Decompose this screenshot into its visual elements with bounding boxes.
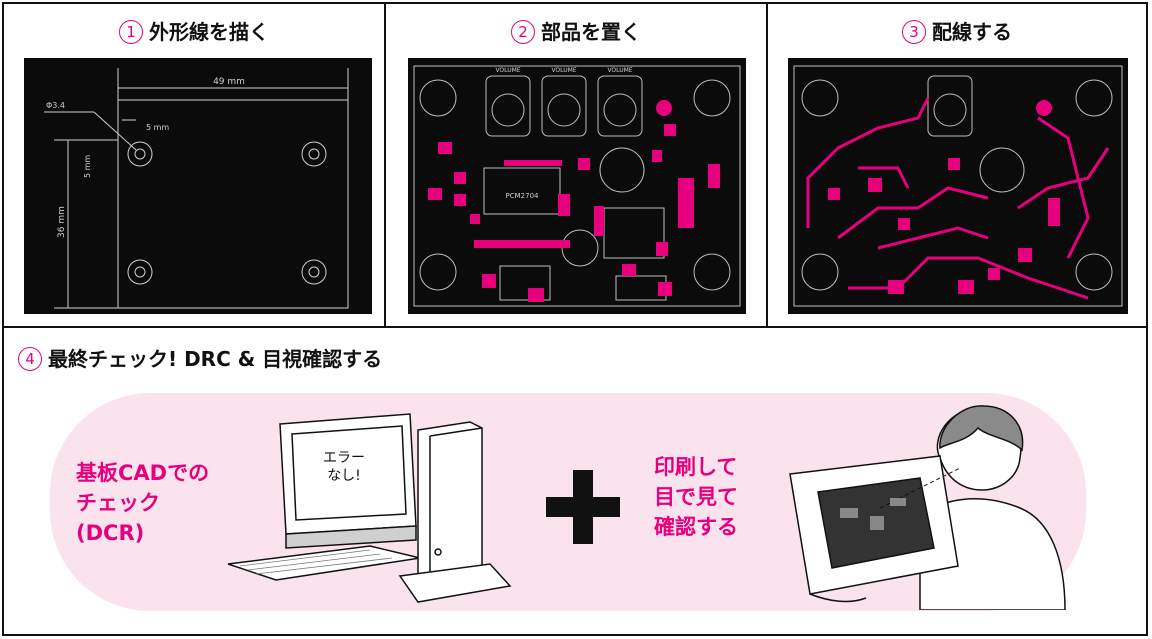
pot-label-2: VOLUME: [551, 67, 576, 74]
cad-check-text: 基板CADでの チェック (DCR): [76, 461, 210, 545]
step-1-number: 1: [119, 20, 143, 44]
placement-panel: PCM2704 VOLUME VOLUME VOLUME: [408, 58, 746, 314]
tower-stand: [398, 563, 512, 603]
outline-drawing: 49 mm Φ3.4 5 mm 36 mm 5 mm: [44, 68, 349, 309]
power-button: [434, 548, 442, 556]
height-dimension-label: 36 mm: [57, 206, 67, 238]
divider-horizontal: [2, 326, 1148, 328]
visual-check-text: 印刷して 目で見て 確認する: [654, 455, 738, 539]
pot-label-3: VOLUME: [607, 67, 632, 74]
keyboard: [227, 545, 421, 581]
offset-dimension-label: 5 mm: [146, 123, 169, 132]
hole-dimension-label: Φ3.4: [46, 101, 65, 110]
final-check-number: 4: [18, 347, 42, 371]
monitor-screen: [291, 425, 407, 521]
inner-dimension-label: 5 mm: [83, 155, 92, 178]
divider-1: [384, 2, 386, 328]
screen-message-line: なし!: [327, 468, 361, 484]
screen-message-line: エラー: [323, 450, 365, 466]
screen-message: エラーなし!: [323, 450, 365, 484]
monitor-base: [285, 525, 417, 549]
width-dimension-label: 49 mm: [213, 77, 245, 87]
step-3-number: 3: [902, 20, 926, 44]
routing-panel: [788, 58, 1128, 314]
final-check-label: 最終チェック! DRC & 目視確認する: [48, 347, 383, 371]
hair: [939, 405, 1024, 452]
step-3-label: 配線する: [932, 20, 1012, 44]
step-2-number: 2: [511, 20, 535, 44]
divider-2: [766, 2, 768, 328]
person-inspecting-illustration: [789, 405, 1066, 610]
step-1-label: 外形線を描く: [149, 20, 269, 44]
ic-label: PCM2704: [506, 192, 540, 200]
step-2-label: 部品を置く: [541, 20, 641, 44]
outline-drawing-panel: 49 mm Φ3.4 5 mm 36 mm 5 mm: [24, 58, 372, 314]
computer-illustration: エラーなし!: [227, 413, 512, 603]
plus-icon: [546, 470, 620, 544]
pot-label-1: VOLUME: [495, 67, 520, 74]
routing-drawing: [793, 65, 1123, 307]
placement-drawing: PCM2704 VOLUME VOLUME VOLUME: [413, 65, 741, 307]
pc-tower: [417, 421, 483, 583]
